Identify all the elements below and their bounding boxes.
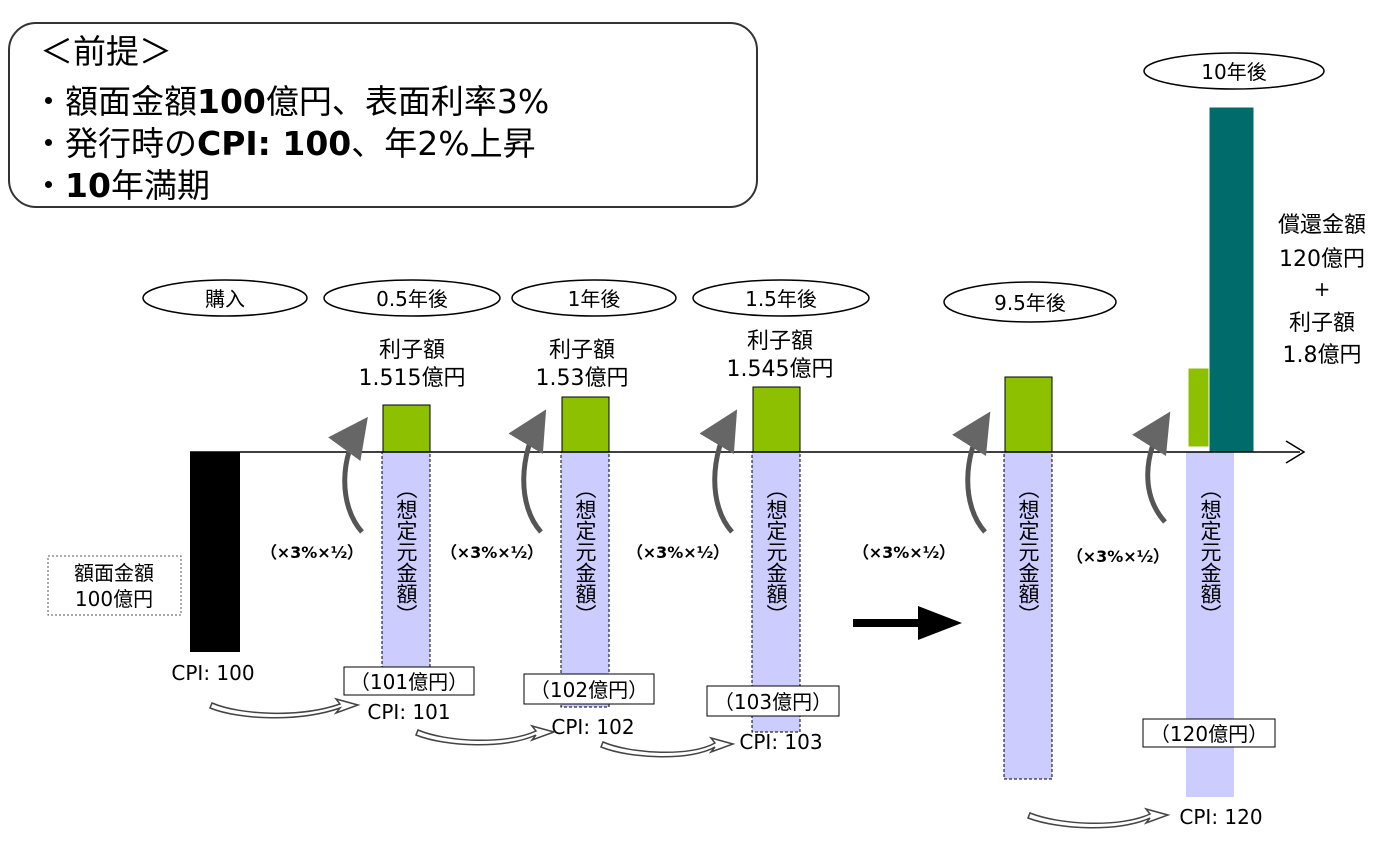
curve-arrow-up-icon <box>508 409 547 534</box>
cpi-100: CPI: 100 <box>171 661 254 685</box>
interest-value-1-5: 1.545億円 <box>727 357 834 382</box>
svg-text:100億円: 100億円 <box>75 587 153 611</box>
principal-box-10: （120億円） <box>1142 718 1276 748</box>
interest-label-1-5: 利子額 <box>747 329 813 354</box>
svg-text:1年後: 1年後 <box>568 287 621 311</box>
cpi-101: CPI: 101 <box>367 700 450 724</box>
svg-text:9.5年後: 9.5年後 <box>994 291 1066 315</box>
interest-bar-9-5 <box>1004 376 1053 453</box>
rate-label-3: （×3%×½） <box>627 543 730 562</box>
principal-bar-0-5 <box>381 451 431 681</box>
premise-line-3: ・10年満期 <box>32 166 210 205</box>
interest-value-1: 1.53億円 <box>536 366 629 391</box>
interest-bar-1-5 <box>752 386 801 453</box>
premise-title: ＜前提＞ <box>40 32 172 71</box>
interest-label-1: 利子額 <box>549 338 615 363</box>
svg-text:1.8億円: 1.8億円 <box>1283 343 1362 368</box>
principal-label-10: （想定元金額） <box>1198 478 1222 625</box>
svg-text:（101億円）: （101億円） <box>350 670 468 694</box>
redemption-label: 償還金額 120億円 + 利子額 1.8億円 <box>1278 213 1366 368</box>
interest-bar-0-5 <box>382 404 431 453</box>
principal-bar-9-5 <box>1003 451 1053 780</box>
curve-arrow-up-icon <box>328 416 368 534</box>
face-value-box: 額面金額 100億円 <box>47 555 182 616</box>
rate-label-2: （×3%×½） <box>441 543 544 562</box>
face-value-bar <box>190 452 240 652</box>
swoosh-arrow-icon <box>1027 807 1171 829</box>
svg-text:（120億円）: （120億円） <box>1150 722 1268 746</box>
svg-text:利子額: 利子額 <box>1289 311 1355 336</box>
interest-bar-1 <box>561 396 610 453</box>
period-1-5-year: 1.5年後 <box>692 279 870 317</box>
period-1-year: 1年後 <box>511 279 677 317</box>
principal-label-1-5: （想定元金額） <box>764 478 788 625</box>
svg-text:0.5年後: 0.5年後 <box>376 287 448 311</box>
period-9-5-year: 9.5年後 <box>943 281 1117 323</box>
period-purchase: 購入 <box>142 279 308 317</box>
principal-label-1: （想定元金額） <box>573 478 597 625</box>
cpi-103: CPI: 103 <box>739 730 822 754</box>
principal-bar-1-5 <box>751 451 801 733</box>
principal-box-1-5: （103億円） <box>706 685 840 717</box>
principal-box-0-5: （101億円） <box>343 666 475 696</box>
svg-text:（103億円）: （103億円） <box>714 690 832 714</box>
interest-value-0-5: 1.515億円 <box>359 366 466 391</box>
swoosh-arrows <box>209 697 1171 829</box>
principal-bar-1 <box>560 451 610 708</box>
period-10-year: 10年後 <box>1143 52 1325 90</box>
svg-text:償還金額: 償還金額 <box>1278 213 1366 238</box>
curved-arrows <box>328 409 1171 534</box>
rate-label-5: （×3%×½） <box>1067 547 1170 566</box>
premise-line-2: ・発行時のCPI: 100、年2%上昇 <box>32 124 536 163</box>
curve-arrow-up-icon <box>952 411 991 534</box>
rate-label-1: （×3%×½） <box>261 543 364 562</box>
interest-label-0-5: 利子額 <box>379 338 445 363</box>
curve-arrow-up-icon <box>699 409 738 534</box>
premise-line-1: ・額面金額100億円、表面利率3% <box>32 82 550 121</box>
premise-box: ＜前提＞ ・額面金額100億円、表面利率3% ・発行時のCPI: 100、年2%… <box>8 22 758 208</box>
principal-label-9-5: （想定元金額） <box>1016 478 1040 625</box>
svg-text:+: + <box>1314 277 1331 301</box>
svg-text:120億円: 120億円 <box>1279 247 1365 272</box>
rate-label-4: （×3%×½） <box>853 543 956 562</box>
period-0-5-year: 0.5年後 <box>323 279 501 317</box>
svg-text:購入: 購入 <box>205 287 245 311</box>
big-right-arrow-icon <box>853 606 962 640</box>
svg-text:（102億円）: （102億円） <box>530 678 648 702</box>
swoosh-arrow-icon <box>600 736 736 758</box>
swoosh-arrow-icon <box>415 724 557 746</box>
svg-text:1.5年後: 1.5年後 <box>745 287 817 311</box>
curve-arrow-up-icon <box>1132 411 1171 524</box>
principal-label-0-5: （想定元金額） <box>394 478 418 625</box>
cpi-102: CPI: 102 <box>551 715 634 739</box>
svg-text:額面金額: 額面金額 <box>74 561 154 585</box>
timeline-arrowhead <box>1285 440 1306 464</box>
svg-text:10年後: 10年後 <box>1201 60 1266 84</box>
principal-box-1: （102億円） <box>523 673 655 705</box>
cpi-120: CPI: 120 <box>1179 805 1262 829</box>
swoosh-arrow-icon <box>209 697 361 719</box>
redemption-bar <box>1208 106 1255 453</box>
